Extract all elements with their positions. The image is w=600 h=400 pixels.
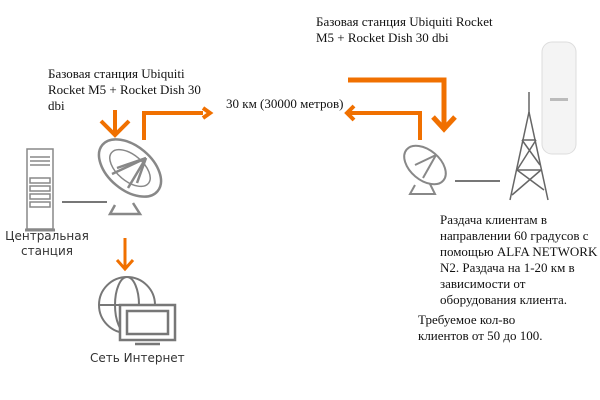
internet-label: Сеть Интернет	[90, 351, 185, 365]
down-arrow-internet-icon	[115, 238, 135, 272]
central-station-label: Центральная станция	[5, 229, 89, 258]
rocket-device-icon	[541, 41, 577, 155]
big-arrow-icon	[348, 77, 457, 133]
tower-icon	[509, 92, 549, 201]
distance-label: 30 км (30000 метров)	[226, 96, 344, 111]
down-arrow-icon	[99, 110, 131, 138]
server-icon	[25, 148, 55, 232]
satellite-dish-icon	[97, 138, 163, 216]
clients-text: Требуемое кол-во клиентов от 50 до 100.	[418, 312, 543, 343]
link-arrow-in-icon	[344, 104, 422, 140]
local-station-label: Базовая станция Ubiquiti Rocket M5 + Roc…	[48, 66, 201, 113]
distribution-text: Раздача клиентам в направлении 60 градус…	[440, 212, 598, 307]
remote-dish-icon	[403, 144, 447, 195]
internet-icon	[98, 276, 177, 346]
remote-station-label: Базовая станция Ubiquiti Rocket M5 + Roc…	[316, 14, 493, 45]
link-arrow-out-icon	[142, 106, 214, 140]
